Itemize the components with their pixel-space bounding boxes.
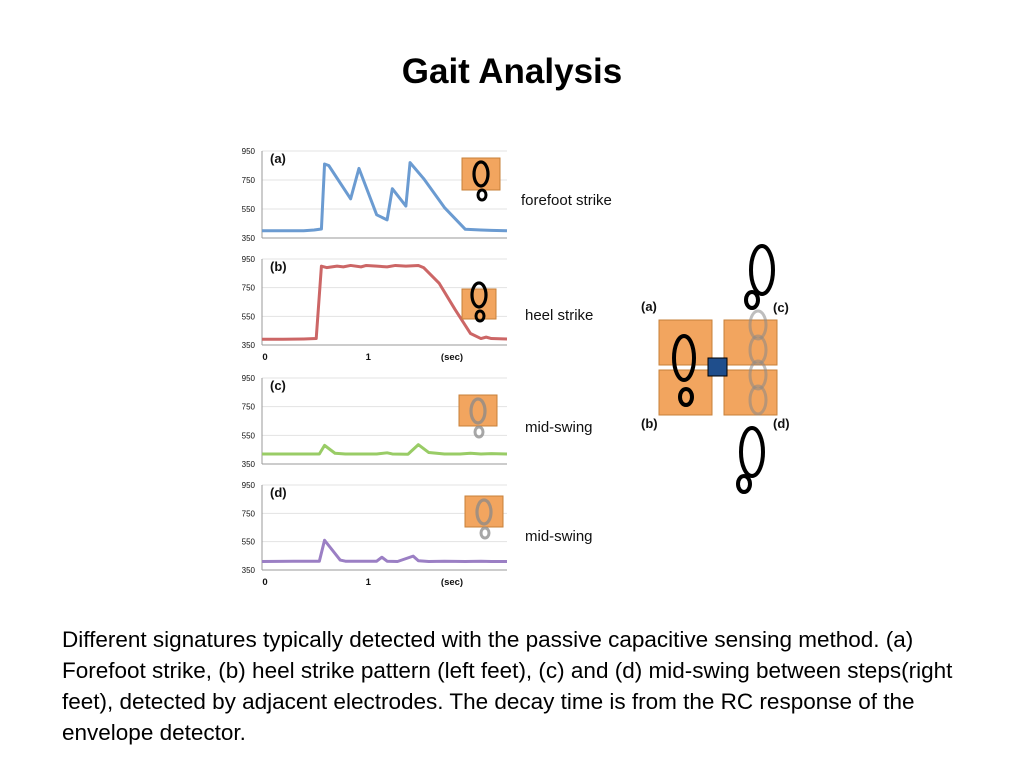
diagram-label-c: (c) [773, 300, 789, 315]
y-tick-label: 550 [242, 431, 256, 440]
footprint-icon [475, 498, 493, 526]
y-tick-label: 550 [242, 538, 256, 547]
footprint-heel-icon [476, 188, 488, 202]
diagram-label-b: (b) [641, 416, 658, 431]
y-tick-label: 750 [242, 176, 256, 185]
electrode-pad [658, 319, 713, 366]
y-tick-label: 750 [242, 284, 256, 293]
event-label: forefoot strike [521, 192, 612, 209]
footprint-ghost-icon [748, 359, 768, 391]
panel-label: (a) [270, 151, 286, 166]
footprint-heel-icon [736, 474, 752, 494]
sensor-square [707, 357, 728, 377]
footprint-icon [470, 281, 488, 309]
page-title: Gait Analysis [401, 52, 623, 91]
event-label: mid-swing [525, 528, 593, 545]
series-line [262, 161, 508, 233]
footprint-heel-icon [474, 309, 486, 323]
footprint-heel-icon [479, 526, 491, 540]
x-tick-label: 1 [366, 352, 372, 363]
x-tick-label: 0 [262, 352, 267, 363]
x-unit-label: (sec) [441, 577, 463, 588]
y-tick-label: 550 [242, 312, 256, 321]
y-tick-label: 950 [242, 374, 256, 383]
footprint-icon [739, 426, 765, 478]
footprint-heel-icon [744, 290, 760, 310]
footprint-icon [472, 160, 490, 188]
diagram-label-d: (d) [773, 416, 790, 431]
y-tick-label: 350 [242, 566, 256, 575]
diagram-label-a: (a) [641, 299, 657, 314]
x-unit-label: (sec) [441, 352, 463, 363]
figure-caption: Different signatures typically detected … [62, 627, 953, 745]
y-tick-label: 750 [242, 403, 256, 412]
panel-label: (c) [270, 378, 286, 393]
footprint-heel-icon [473, 425, 485, 439]
event-label: mid-swing [525, 419, 593, 436]
footprint-ghost-icon [748, 384, 768, 416]
footprint-ghost-icon [748, 309, 768, 341]
y-tick-label: 350 [242, 460, 256, 469]
series-line [262, 443, 508, 456]
y-tick-label: 950 [242, 147, 256, 156]
footprint-heel-icon [678, 387, 694, 407]
event-label: heel strike [525, 307, 593, 324]
series-line [261, 538, 507, 563]
y-tick-label: 950 [242, 255, 256, 264]
y-tick-label: 950 [242, 481, 256, 490]
footprint-ghost-icon [748, 334, 768, 366]
y-tick-label: 750 [242, 509, 256, 518]
y-tick-label: 350 [242, 234, 256, 243]
electrode-pad [461, 288, 497, 320]
footprint-icon [672, 334, 696, 382]
panel-label: (d) [270, 485, 287, 500]
electrode-pad [658, 369, 713, 416]
footprint-icon [469, 397, 487, 425]
series-line [262, 263, 508, 341]
x-tick-label: 1 [366, 577, 372, 588]
gait-figure: 950 750 550 350 (a) forefoot strike 950 750 550 3… [242, 147, 790, 588]
y-tick-label: 550 [242, 205, 256, 214]
footprint-icon [749, 244, 775, 296]
y-tick-label: 350 [242, 341, 256, 350]
panel-label: (b) [270, 259, 287, 274]
gait-chart-svg: 950 750 550 350 (a) forefoot strike 950 750 550 3… [242, 147, 790, 588]
x-tick-label: 0 [262, 577, 267, 588]
